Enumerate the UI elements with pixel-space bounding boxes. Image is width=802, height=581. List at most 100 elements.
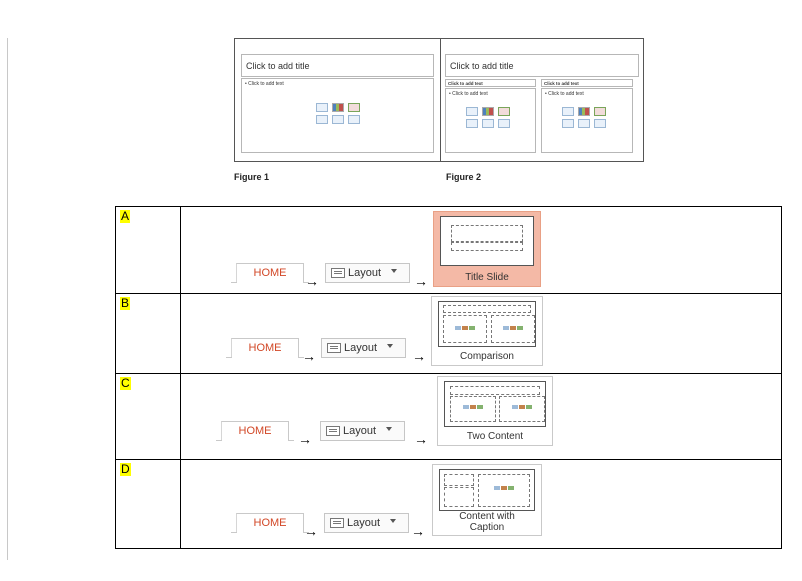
layout-icon: [326, 426, 340, 436]
option-letter: B: [120, 296, 131, 310]
thumbnail-frame: [439, 469, 535, 511]
answer-options-table: A HOME → Layout → Title Slide B HOME → L…: [115, 206, 782, 549]
right-content-placeholder[interactable]: • Click to add text: [541, 88, 633, 153]
right-content-icons: [562, 107, 606, 128]
layout-label: Layout: [344, 342, 378, 354]
insert-table-icon[interactable]: [562, 107, 574, 116]
arrow-icon: →: [304, 523, 318, 539]
chevron-down-icon: [386, 427, 392, 431]
insert-smartart-icon[interactable]: [594, 107, 606, 116]
figure-1-caption: Figure 1: [234, 172, 270, 182]
online-pictures-icon[interactable]: [578, 119, 590, 128]
chevron-down-icon: [390, 519, 396, 523]
layout-icon: [331, 268, 345, 278]
option-letter-cell: A: [116, 207, 181, 293]
layout-thumbnail-title-slide[interactable]: Title Slide: [433, 211, 541, 287]
option-letter-cell: B: [116, 294, 181, 373]
layout-thumbnail-two-content[interactable]: Two Content: [437, 376, 553, 446]
arrow-icon: →: [298, 431, 312, 447]
left-content-text: • Click to add text: [449, 91, 488, 97]
arrow-icon: →: [414, 273, 428, 289]
insert-picture-icon[interactable]: [466, 119, 478, 128]
page-margin-line: [7, 38, 8, 560]
title-placeholder[interactable]: Click to add title: [445, 54, 639, 77]
content-icons: [494, 486, 514, 490]
insert-chart-icon[interactable]: [578, 107, 590, 116]
left-content-box: [450, 396, 496, 422]
right-heading-text: Click to add text: [544, 81, 579, 86]
content-icons: [463, 405, 483, 409]
title-box: [443, 305, 531, 313]
layout-thumbnail-label: Content with Caption: [433, 511, 541, 533]
figure-divider: [440, 39, 441, 161]
option-row-a[interactable]: A HOME → Layout → Title Slide: [116, 207, 781, 294]
right-content-text: • Click to add text: [545, 91, 584, 97]
option-row-d[interactable]: D HOME → Layout → Content with Caption: [116, 460, 781, 548]
insert-picture-icon[interactable]: [562, 119, 574, 128]
layout-icon: [327, 343, 341, 353]
insert-picture-icon[interactable]: [316, 115, 328, 124]
option-row-c[interactable]: C HOME → Layout → Two Content: [116, 374, 781, 460]
content-box: [478, 474, 530, 507]
layout-button[interactable]: Layout: [320, 421, 405, 441]
layout-thumbnail-label: Two Content: [466, 431, 524, 442]
option-letter: C: [120, 376, 131, 390]
option-letter: A: [120, 209, 131, 223]
right-heading-placeholder[interactable]: Click to add text: [541, 79, 633, 87]
layout-button[interactable]: Layout: [324, 513, 409, 533]
right-content-box: [499, 396, 545, 422]
option-letter-cell: D: [116, 460, 181, 548]
thumbnail-frame: [440, 216, 534, 266]
layout-thumbnail-content-with-caption[interactable]: Content with Caption: [432, 464, 542, 536]
figure-2-caption: Figure 2: [446, 172, 482, 182]
thumbnail-frame: [438, 301, 536, 347]
insert-smartart-icon[interactable]: [498, 107, 510, 116]
layout-icon: [330, 518, 344, 528]
layout-thumbnail-label-line-2: Caption: [469, 522, 505, 533]
layout-button[interactable]: Layout: [325, 263, 410, 283]
arrow-icon: →: [414, 431, 428, 447]
insert-table-icon[interactable]: [466, 107, 478, 116]
home-tab[interactable]: HOME: [231, 263, 309, 283]
arrow-icon: →: [412, 348, 426, 364]
left-heading-text: Click to add text: [448, 81, 483, 86]
layout-thumbnail-comparison[interactable]: Comparison: [431, 296, 543, 366]
online-pictures-icon[interactable]: [482, 119, 494, 128]
left-content-placeholder[interactable]: • Click to add text: [445, 88, 536, 153]
content-icons: [512, 405, 532, 409]
content-icons: [455, 326, 475, 330]
insert-video-icon[interactable]: [594, 119, 606, 128]
content-placeholder-text: • Click to add text: [245, 81, 284, 87]
layout-label: Layout: [347, 517, 381, 529]
left-content-box: [443, 315, 487, 343]
caption-title-box: [444, 474, 474, 486]
insert-video-icon[interactable]: [498, 119, 510, 128]
insert-video-icon[interactable]: [348, 115, 360, 124]
figure-2-slide: Click to add title Click to add text • C…: [441, 39, 643, 161]
insert-chart-icon[interactable]: [332, 103, 344, 112]
home-tab[interactable]: HOME: [226, 338, 304, 358]
title-placeholder[interactable]: Click to add title: [241, 54, 434, 77]
option-row-b[interactable]: B HOME → Layout → Comparison: [116, 294, 781, 374]
insert-table-icon[interactable]: [316, 103, 328, 112]
layout-label: Layout: [343, 425, 377, 437]
online-pictures-icon[interactable]: [332, 115, 344, 124]
insert-smartart-icon[interactable]: [348, 103, 360, 112]
insert-chart-icon[interactable]: [482, 107, 494, 116]
layout-thumbnail-label-line-1: Content with: [459, 511, 515, 522]
option-letter-cell: C: [116, 374, 181, 459]
layout-thumbnail-label: Title Slide: [465, 272, 509, 283]
arrow-icon: →: [411, 523, 425, 539]
caption-text-box: [444, 487, 474, 507]
content-icons: [316, 103, 360, 124]
home-tab[interactable]: HOME: [216, 421, 294, 441]
layout-thumbnail-label: Comparison: [460, 351, 514, 362]
right-content-box: [491, 315, 535, 343]
home-tab[interactable]: HOME: [231, 513, 309, 533]
left-content-icons: [466, 107, 510, 128]
layout-button[interactable]: Layout: [321, 338, 406, 358]
arrow-icon: →: [302, 348, 316, 364]
content-placeholder[interactable]: • Click to add text: [241, 78, 434, 153]
left-heading-placeholder[interactable]: Click to add text: [445, 79, 536, 87]
arrow-icon: →: [305, 273, 319, 289]
